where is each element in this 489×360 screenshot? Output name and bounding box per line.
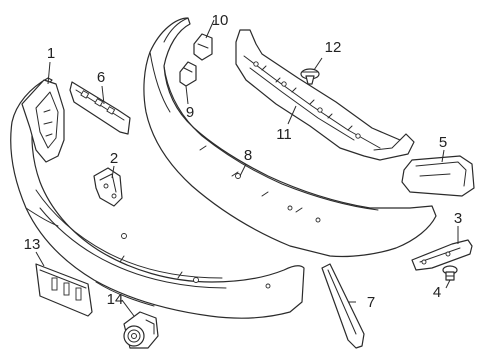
reinforcement-absorber: [235, 29, 415, 161]
callout-1: 1: [47, 45, 55, 62]
license-bracket-lower: [35, 263, 93, 317]
parking-sensor: [123, 311, 159, 349]
retainer-clip-9: [179, 61, 197, 87]
callout-10: 10: [212, 12, 229, 29]
callout-4: 4: [433, 284, 441, 301]
callout-12: 12: [325, 39, 342, 56]
callout-13: 13: [24, 236, 41, 253]
callout-9: 9: [186, 104, 194, 121]
leader-4: [445, 279, 451, 289]
leader-12: [313, 57, 323, 71]
callout-6: 6: [97, 69, 105, 86]
side-bracket-5: [401, 155, 475, 197]
leader-1: [47, 61, 51, 85]
callout-7: 7: [367, 294, 375, 311]
leader-10: [205, 19, 215, 39]
callout-5: 5: [439, 134, 447, 151]
fascia-end-bracket: [21, 79, 65, 163]
bumper-upper-cover: [143, 17, 437, 258]
callout-3: 3: [454, 210, 462, 227]
support-brace-7: [321, 263, 365, 349]
bumper-lower-fascia: [10, 77, 305, 319]
leader-6: [101, 85, 105, 105]
bracket-3: [411, 239, 473, 271]
mounting-bracket-2: [93, 167, 123, 207]
callout-8: 8: [244, 147, 252, 164]
leader-2: [111, 165, 115, 179]
callout-14: 14: [107, 291, 124, 308]
retainer-clip-10: [193, 33, 213, 61]
leader-11: [287, 105, 297, 125]
leader-lines: [35, 19, 459, 317]
callout-2: 2: [110, 150, 118, 167]
license-bracket-upper: [69, 81, 131, 135]
bolt-4: [442, 265, 458, 281]
leader-9: [185, 85, 189, 105]
callout-labels: 1 2 3 4 5 6 7 8 9 10 11 12 13 14: [24, 12, 463, 311]
push-pin-12: [300, 68, 320, 85]
leader-5: [441, 149, 445, 163]
leader-8: [239, 163, 247, 177]
callout-11: 11: [276, 126, 292, 143]
leader-14: [121, 299, 135, 317]
leader-13: [35, 251, 45, 267]
